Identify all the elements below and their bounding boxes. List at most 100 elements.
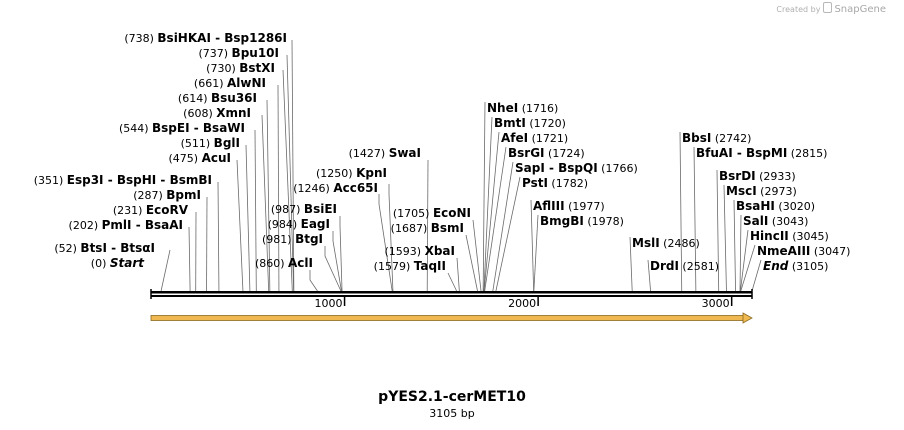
enzyme-label: PstI (1782): [522, 176, 588, 190]
cut-site-line: [309, 270, 318, 292]
enzyme-label: (987) BsiEI: [271, 202, 337, 216]
enzyme-label: BbsI (2742): [682, 131, 751, 145]
enzyme-label: (730) BstXI: [206, 61, 275, 75]
enzyme-label: (544) BspEI - BsaWI: [119, 121, 245, 135]
cut-site-label: (1593) XbaI: [385, 244, 455, 258]
cut-site-line: [188, 226, 191, 292]
site-position: (1705): [393, 207, 433, 220]
cut-site-label: (614) Bsu36I: [178, 91, 257, 105]
cut-site-line: [739, 214, 742, 292]
site-position: (287): [133, 189, 166, 202]
cut-site-label: BmtI (1720): [494, 116, 566, 130]
cut-site-line: [447, 272, 457, 292]
enzyme-label: BmgBI (1978): [540, 214, 624, 228]
enzyme-label: (860) AclI: [255, 256, 313, 270]
site-position: (2742): [711, 132, 751, 145]
site-position: (3045): [789, 230, 829, 243]
cut-site-label: NmeAIII (3047): [757, 244, 850, 258]
cut-site-line: [282, 69, 293, 292]
enzyme-name: End: [763, 259, 789, 273]
cut-site-label: PstI (1782): [522, 176, 588, 190]
enzyme-name: BtsαI: [120, 241, 155, 255]
cut-site-label: End (3105): [763, 259, 828, 273]
site-position: (3105): [788, 260, 828, 273]
enzyme-label: MscI (2973): [726, 184, 797, 198]
enzyme-separator: -: [211, 31, 224, 45]
cut-site-line: [266, 99, 271, 292]
enzyme-name: BspEI: [152, 121, 190, 135]
enzyme-separator: -: [190, 121, 203, 135]
site-position: (661): [194, 77, 227, 90]
enzyme-name: Bsu36I: [211, 91, 257, 105]
cut-site-line: [629, 236, 633, 292]
site-position: (614): [178, 92, 211, 105]
enzyme-label: (202) PmlI - BsaAI: [69, 218, 183, 232]
cut-site-line: [483, 116, 493, 292]
cut-site-line: [324, 246, 342, 292]
enzyme-label: End (3105): [763, 259, 828, 273]
enzyme-name: BsaAI: [145, 218, 183, 232]
enzyme-name: AclI: [288, 256, 313, 270]
enzyme-label: (0) Start: [91, 256, 145, 270]
cut-site-label: DrdI (2581): [650, 259, 719, 273]
cut-site-labels: (738) BsiHKAI - Bsp1286I(737) Bpu10I(730…: [34, 31, 851, 273]
enzyme-name: BbsI: [682, 131, 711, 145]
enzyme-name: MscI: [726, 184, 757, 198]
enzyme-separator: -: [104, 173, 117, 187]
cut-site-label: MslI (2486): [632, 236, 700, 250]
site-position: (475): [169, 152, 202, 165]
enzyme-name: AfeI: [501, 131, 528, 145]
enzyme-separator: -: [132, 218, 145, 232]
enzyme-name: BtsI: [80, 241, 107, 255]
snapgene-logo-icon: [823, 2, 833, 13]
site-position: (202): [69, 219, 102, 232]
site-position: (1427): [349, 147, 389, 160]
enzyme-label: (1250) KpnI: [316, 166, 387, 180]
cut-site-line: [277, 84, 280, 292]
enzyme-name: HincII: [750, 229, 789, 243]
cut-site-line: [716, 169, 720, 292]
site-position: (738): [124, 32, 157, 45]
cut-site-line: [693, 146, 697, 292]
cut-site-label: (1705) EcoNI: [393, 206, 471, 220]
cut-site-label: (231) EcoRV: [113, 203, 189, 217]
cut-site-line: [492, 161, 514, 292]
enzyme-label: (661) AlwNI: [194, 76, 266, 90]
enzyme-label: SalI (3043): [743, 214, 808, 228]
cut-site-line: [339, 216, 343, 292]
site-position: (730): [206, 62, 239, 75]
cut-site-label: (351) Esp3I - BspHI - BsmBI: [34, 173, 212, 187]
cut-site-line: [236, 159, 244, 292]
cut-site-label: (287) BpmI: [133, 188, 201, 202]
cut-site-line: [679, 131, 683, 292]
enzyme-name: BspMI: [746, 146, 787, 160]
enzyme-name: PmlI: [102, 218, 132, 232]
cut-site-line: [751, 259, 762, 292]
cut-site-label: (511) BglI: [181, 136, 240, 150]
enzyme-name: BmtI: [494, 116, 526, 130]
enzyme-separator: -: [107, 241, 120, 255]
enzyme-name: SwaI: [389, 146, 421, 160]
enzyme-name: BsmI: [431, 221, 464, 235]
site-position: (351): [34, 174, 67, 187]
site-position: (52): [54, 242, 80, 255]
plasmid-name: pYES2.1-cerMET10: [378, 389, 526, 405]
cut-site-line: [472, 219, 482, 292]
site-position: (1687): [391, 222, 431, 235]
enzyme-label: HincII (3045): [750, 229, 829, 243]
enzyme-name: Esp3I: [67, 173, 104, 187]
enzyme-label: (231) EcoRV: [113, 203, 189, 217]
enzyme-name: BfuAI: [696, 146, 733, 160]
site-position: (0): [91, 257, 110, 270]
site-position: (3020): [775, 200, 815, 213]
site-position: (1593): [385, 245, 425, 258]
enzyme-label: BsaHI (3020): [736, 199, 815, 213]
site-position: (1716): [518, 102, 558, 115]
enzyme-name: BpmI: [166, 188, 201, 202]
enzyme-label: AflIII (1977): [533, 199, 605, 213]
cut-site-label: (1579) TaqII: [374, 259, 446, 273]
backbone-top-strand: [151, 291, 752, 294]
cut-site-line: [465, 234, 478, 292]
